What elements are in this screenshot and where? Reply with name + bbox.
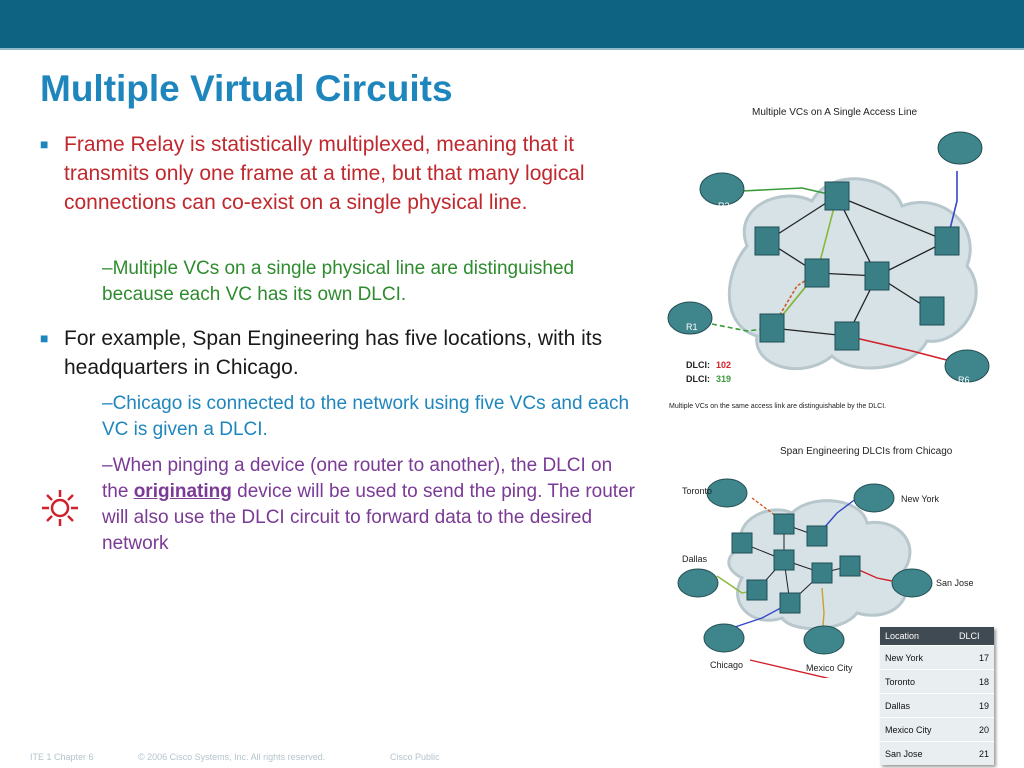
sub-bullet-1: –Multiple VCs on a single physical line … xyxy=(102,258,575,305)
dlci-label-1: DLCI: xyxy=(686,360,710,370)
location-cell: San Jose xyxy=(880,741,955,765)
location-cell: Toronto xyxy=(880,669,955,694)
dlci-table-header: Location DLCI xyxy=(880,627,994,646)
col-location: Location xyxy=(880,627,955,646)
dlci-cell: 20 xyxy=(954,717,994,742)
footer-copyright: © 2006 Cisco Systems, Inc. All rights re… xyxy=(138,752,326,762)
chicago-arrow xyxy=(749,659,830,678)
dlci-cell: 19 xyxy=(954,693,994,718)
diagram1-footnote: Multiple VCs on the same access link are… xyxy=(669,403,886,410)
bullet-1-text: Frame Relay is statistically multiplexed… xyxy=(64,133,585,214)
sub-bullet-3-start: –When pinging a device (one router to an… xyxy=(102,455,613,502)
footer-classification: Cisco Public xyxy=(390,752,440,762)
site-mexico-city: Mexico City xyxy=(806,663,853,673)
bullet-2-text: For example, Span Engineering has five l… xyxy=(64,327,603,379)
col-dlci: DLCI xyxy=(954,627,994,646)
router-icons-2 xyxy=(677,478,933,655)
sub-bullet-3-end: device will be used to send the ping. Th… xyxy=(102,481,635,554)
bullet-marker-icon: ■ xyxy=(40,330,49,346)
cloud-shape xyxy=(727,177,978,371)
dlci-value-1: 102 xyxy=(716,360,731,370)
router-icons xyxy=(667,131,990,383)
header-bar xyxy=(0,0,1024,50)
dlci-cell: 18 xyxy=(954,669,994,694)
location-cell: Mexico City xyxy=(880,717,955,742)
dlci-cell: 21 xyxy=(954,741,994,765)
site-chicago: Chicago xyxy=(710,660,743,670)
diagram-multiple-vcs: Multiple VCs on A Single Access Line R2 … xyxy=(667,107,990,410)
router-r6-label: R6 xyxy=(958,375,970,385)
router-r2-label: R2 xyxy=(718,201,730,211)
diagram-span-engineering: Span Engineering DLCIs from Chicago Toro… xyxy=(677,446,974,678)
router-r1-label: R1 xyxy=(686,322,698,332)
location-cell: Dallas xyxy=(880,693,955,718)
site-san-jose: San Jose xyxy=(936,578,974,588)
bullet-marker-icon: ■ xyxy=(40,136,49,152)
sub-bullet-2: –Chicago is connected to the network usi… xyxy=(102,393,630,440)
switch-icons xyxy=(754,181,960,351)
site-toronto: Toronto xyxy=(682,486,712,496)
footer-course: ITE 1 Chapter 6 xyxy=(30,752,94,762)
diagram2-caption: Span Engineering DLCIs from Chicago xyxy=(780,446,953,457)
location-cell: New York xyxy=(880,645,955,670)
bullet-2: ■ For example, Span Engineering has five… xyxy=(40,324,640,382)
diagram1-caption: Multiple VCs on A Single Access Line xyxy=(752,107,918,118)
site-new-york: New York xyxy=(901,494,940,504)
dlci-label-2: DLCI: xyxy=(686,374,710,384)
site-dallas: Dallas xyxy=(682,554,708,564)
bullet-1: ■ Frame Relay is statistically multiplex… xyxy=(40,130,640,217)
sun-icon xyxy=(42,490,78,526)
dlci-cell: 17 xyxy=(954,645,994,670)
dlci-value-2: 319 xyxy=(716,374,731,384)
originating-emphasis: originating xyxy=(133,481,232,502)
slide-title: Multiple Virtual Circuits xyxy=(40,68,453,109)
switch-icons-2 xyxy=(731,513,861,614)
sub-bullet-3: –When pinging a device (one router to an… xyxy=(102,453,642,557)
